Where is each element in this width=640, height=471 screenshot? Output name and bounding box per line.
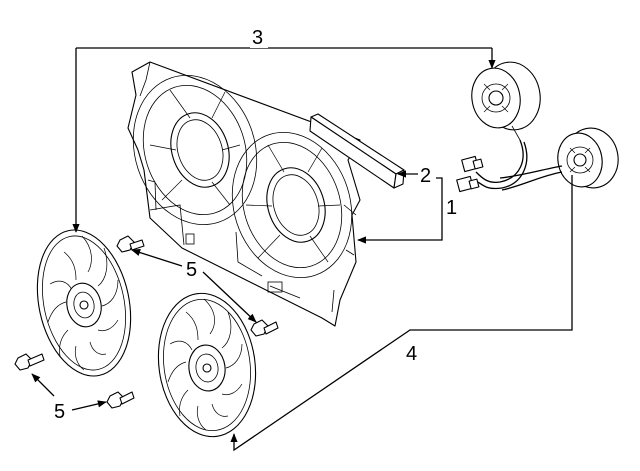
bolt-4	[106, 391, 135, 409]
fan-shroud	[127, 61, 361, 327]
callout-5-lower: 5	[54, 401, 65, 423]
bolt-3	[14, 353, 45, 371]
callout-2: 2	[420, 165, 431, 187]
leader-lines	[31, 47, 573, 452]
lower-fan-motor	[557, 127, 619, 189]
upper-fan-motor	[471, 61, 541, 141]
callout-4: 4	[406, 343, 417, 365]
callout-5-upper: 5	[186, 259, 197, 281]
callout-3: 3	[252, 27, 263, 49]
left-fan-blade	[36, 229, 132, 377]
bolt-2	[250, 319, 279, 337]
wiring-harness	[456, 139, 563, 193]
seal-strip	[309, 113, 405, 189]
right-fan-blade	[157, 292, 257, 438]
callout-1: 1	[446, 197, 457, 219]
bolt-1	[116, 235, 145, 253]
